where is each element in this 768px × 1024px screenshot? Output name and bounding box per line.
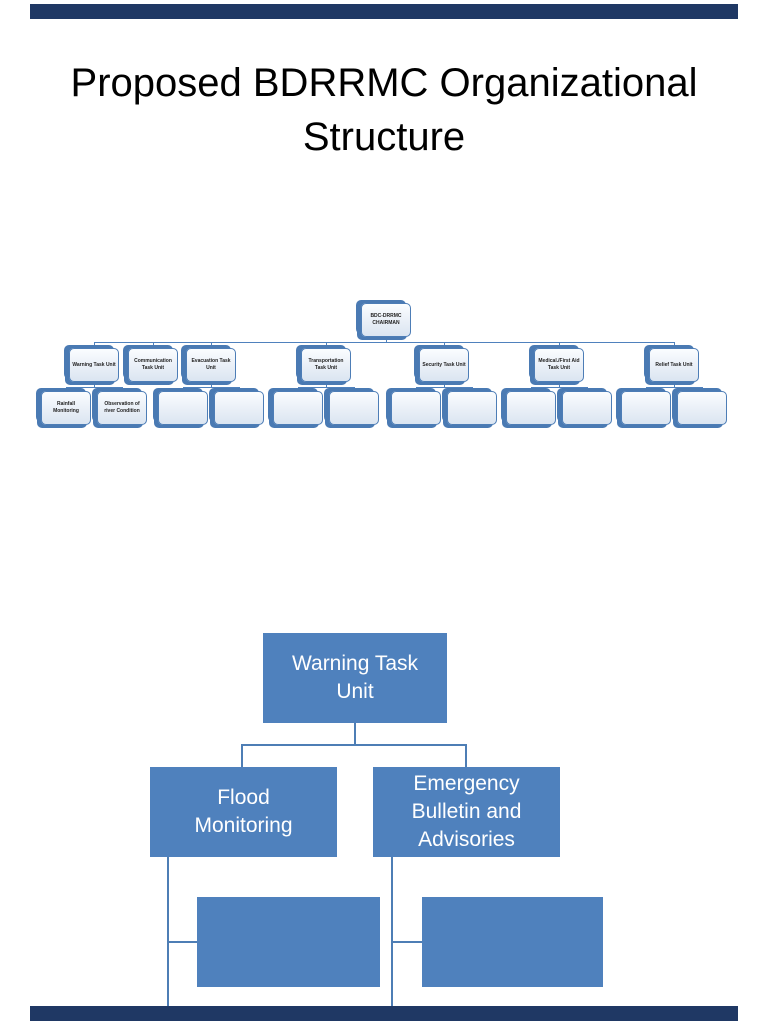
node-empty xyxy=(562,391,612,425)
node-observation-river-condition: Observation of river Condition xyxy=(97,391,147,425)
connector-line xyxy=(646,387,703,388)
connector-line xyxy=(94,342,675,343)
connector-line xyxy=(153,342,154,348)
connector-line xyxy=(211,342,212,348)
top-border-bar xyxy=(30,4,738,19)
node-relief-task-unit: Relief Task Unit xyxy=(649,348,699,382)
detail-node-emergency-bulletin-advisories: Emergency Bulletin and Advisories xyxy=(373,767,560,857)
connector-line xyxy=(167,941,198,943)
connector-line xyxy=(674,382,675,387)
connector-line xyxy=(122,387,123,391)
node-transportation-task-unit: Transportation Task Unit xyxy=(301,348,351,382)
connector-line xyxy=(354,723,356,744)
detail-node-warning-task-unit: Warning Task Unit xyxy=(263,633,447,723)
connector-line xyxy=(298,387,299,391)
connector-line xyxy=(167,857,169,1006)
node-label: Rainfall Monitoring xyxy=(53,401,79,414)
connector-line xyxy=(416,387,417,391)
node-label: Relief Task Unit xyxy=(655,361,693,368)
connector-line xyxy=(391,857,393,1006)
node-label: Security Task Unit xyxy=(422,361,466,368)
detail-node-empty xyxy=(197,897,380,987)
node-warning-task-unit: Warning Task Unit xyxy=(69,348,119,382)
node-empty xyxy=(214,391,264,425)
node-empty xyxy=(273,391,323,425)
connector-line xyxy=(326,382,327,387)
node-communication-task-unit: Communication Task Unit xyxy=(128,348,178,382)
node-chairman: BDC-DRRMC CHAIRMAN xyxy=(361,303,411,337)
connector-line xyxy=(241,744,243,767)
node-empty xyxy=(329,391,379,425)
connector-line xyxy=(587,387,588,391)
connector-line xyxy=(646,387,647,391)
node-label: Warning Task Unit xyxy=(291,652,419,703)
connector-line xyxy=(531,387,532,391)
connector-line xyxy=(559,382,560,387)
connector-line xyxy=(444,382,445,387)
bottom-border-bar xyxy=(30,1006,738,1021)
connector-line xyxy=(386,337,387,342)
node-label: Warning Task Unit xyxy=(72,361,116,368)
node-empty xyxy=(391,391,441,425)
node-label: Communication Task Unit xyxy=(134,358,172,371)
detail-node-flood-monitoring: Flood Monitoring xyxy=(150,767,337,857)
node-empty xyxy=(506,391,556,425)
connector-line xyxy=(416,387,473,388)
node-rainfall-monitoring: Rainfall Monitoring xyxy=(41,391,91,425)
connector-line xyxy=(241,744,467,746)
connector-line xyxy=(66,387,123,388)
connector-line xyxy=(239,387,240,391)
node-label: BDC-DRRMC CHAIRMAN xyxy=(370,313,402,326)
node-label: Evacuation Task Unit xyxy=(191,358,231,371)
connector-line xyxy=(472,387,473,391)
connector-line xyxy=(183,387,240,388)
node-empty xyxy=(447,391,497,425)
connector-line xyxy=(94,342,95,348)
connector-line xyxy=(444,342,445,348)
node-evacuation-task-unit: Evacuation Task Unit xyxy=(186,348,236,382)
connector-line xyxy=(66,387,67,391)
connector-line xyxy=(674,342,675,348)
connector-line xyxy=(391,941,423,943)
slide-title: Proposed BDRRMC Organizational Structure xyxy=(70,61,698,160)
node-label: Medical./First Aid Task Unit xyxy=(538,358,580,371)
connector-line xyxy=(183,387,184,391)
node-empty xyxy=(158,391,208,425)
node-medical-first-aid-task-unit: Medical./First Aid Task Unit xyxy=(534,348,584,382)
node-empty xyxy=(677,391,727,425)
node-label: Observation of river Condition xyxy=(104,401,140,414)
node-label: Transportation Task Unit xyxy=(308,358,344,371)
connector-line xyxy=(702,387,703,391)
connector-line xyxy=(354,387,355,391)
node-label: Emergency Bulletin and Advisories xyxy=(411,772,522,851)
detail-node-empty xyxy=(422,897,603,987)
connector-line xyxy=(465,744,467,767)
connector-line xyxy=(326,342,327,348)
node-label: Flood Monitoring xyxy=(194,786,293,837)
node-empty xyxy=(621,391,671,425)
connector-line xyxy=(94,382,95,387)
connector-line xyxy=(559,342,560,348)
connector-line xyxy=(211,382,212,387)
connector-line xyxy=(531,387,588,388)
node-security-task-unit: Security Task Unit xyxy=(419,348,469,382)
connector-line xyxy=(298,387,355,388)
